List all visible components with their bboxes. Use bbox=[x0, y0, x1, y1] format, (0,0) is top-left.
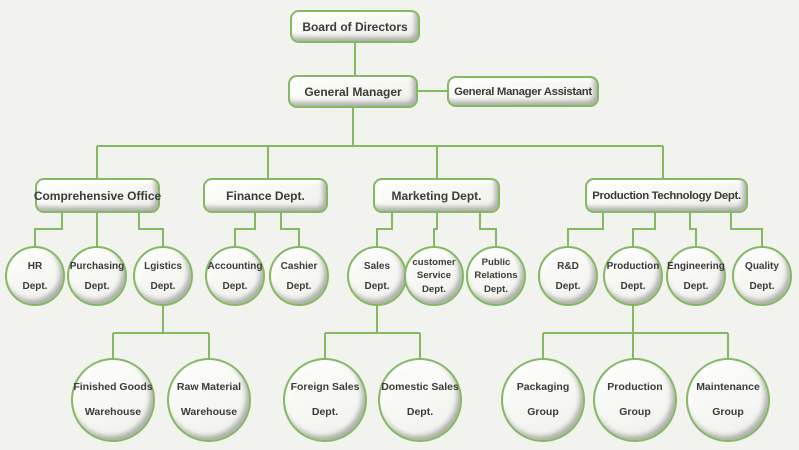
connector-comprehensive-children bbox=[34, 213, 164, 247]
node-label: Board of Directors bbox=[302, 19, 408, 34]
node-label-line: Warehouse bbox=[180, 405, 238, 418]
node-label-line: Dept. bbox=[22, 280, 48, 292]
node-raw-material-warehouse[interactable]: Raw Material Warehouse bbox=[167, 358, 251, 442]
node-label-line: Dept. bbox=[286, 280, 312, 292]
node-label: Marketing Dept. bbox=[391, 188, 482, 203]
node-quality-dept[interactable]: Quality Dept. bbox=[732, 246, 792, 306]
node-label-line: Production bbox=[607, 380, 663, 393]
node-label-line: Dept. bbox=[422, 283, 446, 295]
node-label-line: Foreign Sales bbox=[290, 380, 360, 393]
node-label-line: Raw Material bbox=[176, 380, 242, 393]
node-label-line: Lgistics bbox=[144, 260, 182, 272]
node-label-line: Relations bbox=[474, 270, 518, 282]
node-label-line: Dept. bbox=[364, 280, 390, 292]
connector-marketing-children bbox=[376, 213, 497, 247]
node-label-line: HR bbox=[27, 260, 43, 272]
node-label-line: Sales bbox=[363, 260, 391, 272]
node-label-line: Purchasing bbox=[69, 260, 125, 272]
node-general-manager[interactable]: General Manager bbox=[288, 75, 418, 108]
node-label: General Manager bbox=[304, 84, 402, 99]
node-label-line: Dept. bbox=[683, 280, 709, 292]
node-label-line: Warehouse bbox=[84, 405, 142, 418]
node-finance-dept[interactable]: Finance Dept. bbox=[203, 178, 328, 213]
node-label-line: Finished Goods bbox=[73, 380, 153, 393]
node-foreign-sales-dept[interactable]: Foreign Sales Dept. bbox=[283, 358, 367, 442]
node-label-line: Cashier bbox=[280, 260, 318, 272]
node-label: Finance Dept. bbox=[226, 188, 305, 203]
node-public-relations-dept[interactable]: Public Relations Dept. bbox=[466, 246, 526, 306]
node-label-line: Dept. bbox=[150, 280, 176, 292]
node-label-line: Domestic Sales bbox=[381, 380, 459, 393]
node-label-line: Dept. bbox=[749, 280, 775, 292]
node-label-line: Dept. bbox=[311, 405, 339, 418]
node-hr-dept[interactable]: HR Dept. bbox=[5, 246, 65, 306]
connector-gm-to-departments bbox=[96, 108, 664, 178]
node-sales-dept[interactable]: Sales Dept. bbox=[347, 246, 407, 306]
node-production-dept[interactable]: Production Dept. bbox=[603, 246, 663, 306]
node-label-line: Production bbox=[606, 260, 660, 272]
node-label-line: Dept. bbox=[484, 283, 508, 295]
node-packaging-group[interactable]: Packaging Group bbox=[501, 358, 585, 442]
connector-prodtech-children bbox=[567, 213, 763, 247]
node-label-line: Dept. bbox=[555, 280, 581, 292]
node-label-line: Dept. bbox=[84, 280, 110, 292]
node-label-line: customer bbox=[412, 257, 456, 269]
node-customer-service-dept[interactable]: customer Service Dept. bbox=[404, 246, 464, 306]
connector-production-children bbox=[542, 306, 729, 359]
node-label: Production Technology Dept. bbox=[592, 189, 741, 202]
node-general-manager-assistant[interactable]: General Manager Assistant bbox=[447, 76, 599, 107]
node-production-technology-dept[interactable]: Production Technology Dept. bbox=[585, 178, 748, 213]
node-label: Comprehensive Office bbox=[33, 188, 162, 203]
node-rd-dept[interactable]: R&D Dept. bbox=[538, 246, 598, 306]
node-label-line: Maintenance bbox=[696, 380, 760, 393]
node-board-of-directors[interactable]: Board of Directors bbox=[290, 10, 420, 43]
node-label-line: Dept. bbox=[222, 280, 248, 292]
connector-finance-children bbox=[234, 213, 300, 247]
node-label-line: Group bbox=[712, 405, 744, 418]
node-accounting-dept[interactable]: Accounting Dept. bbox=[205, 246, 265, 306]
node-label-line: R&D bbox=[557, 260, 579, 272]
node-purchasing-dept[interactable]: Purchasing Dept. bbox=[67, 246, 127, 306]
node-label-line: Group bbox=[527, 405, 559, 418]
node-label-line: Quality bbox=[745, 260, 779, 272]
node-maintenance-group[interactable]: Maintenance Group bbox=[686, 358, 770, 442]
node-lgistics-dept[interactable]: Lgistics Dept. bbox=[133, 246, 193, 306]
node-production-group[interactable]: Production Group bbox=[593, 358, 677, 442]
node-marketing-dept[interactable]: Marketing Dept. bbox=[373, 178, 500, 213]
node-cashier-dept[interactable]: Cashier Dept. bbox=[269, 246, 329, 306]
node-domestic-sales-dept[interactable]: Domestic Sales Dept. bbox=[378, 358, 462, 442]
node-label-line: Packaging bbox=[516, 380, 570, 393]
node-label-line: Dept. bbox=[620, 280, 646, 292]
node-label-line: Dept. bbox=[406, 405, 434, 418]
node-label: General Manager Assistant bbox=[454, 85, 592, 98]
node-label-line: Engineering bbox=[667, 260, 725, 272]
connector-sales-children bbox=[324, 306, 421, 359]
node-engineering-dept[interactable]: Engineering Dept. bbox=[666, 246, 726, 306]
node-label-line: Group bbox=[619, 405, 651, 418]
node-label-line: Accounting bbox=[207, 260, 263, 272]
node-label-line: Service bbox=[416, 270, 452, 282]
node-label-line: Public bbox=[481, 257, 511, 269]
connector-logistics-children bbox=[112, 306, 210, 359]
node-finished-goods-warehouse[interactable]: Finished Goods Warehouse bbox=[71, 358, 155, 442]
node-comprehensive-office[interactable]: Comprehensive Office bbox=[33, 178, 162, 213]
